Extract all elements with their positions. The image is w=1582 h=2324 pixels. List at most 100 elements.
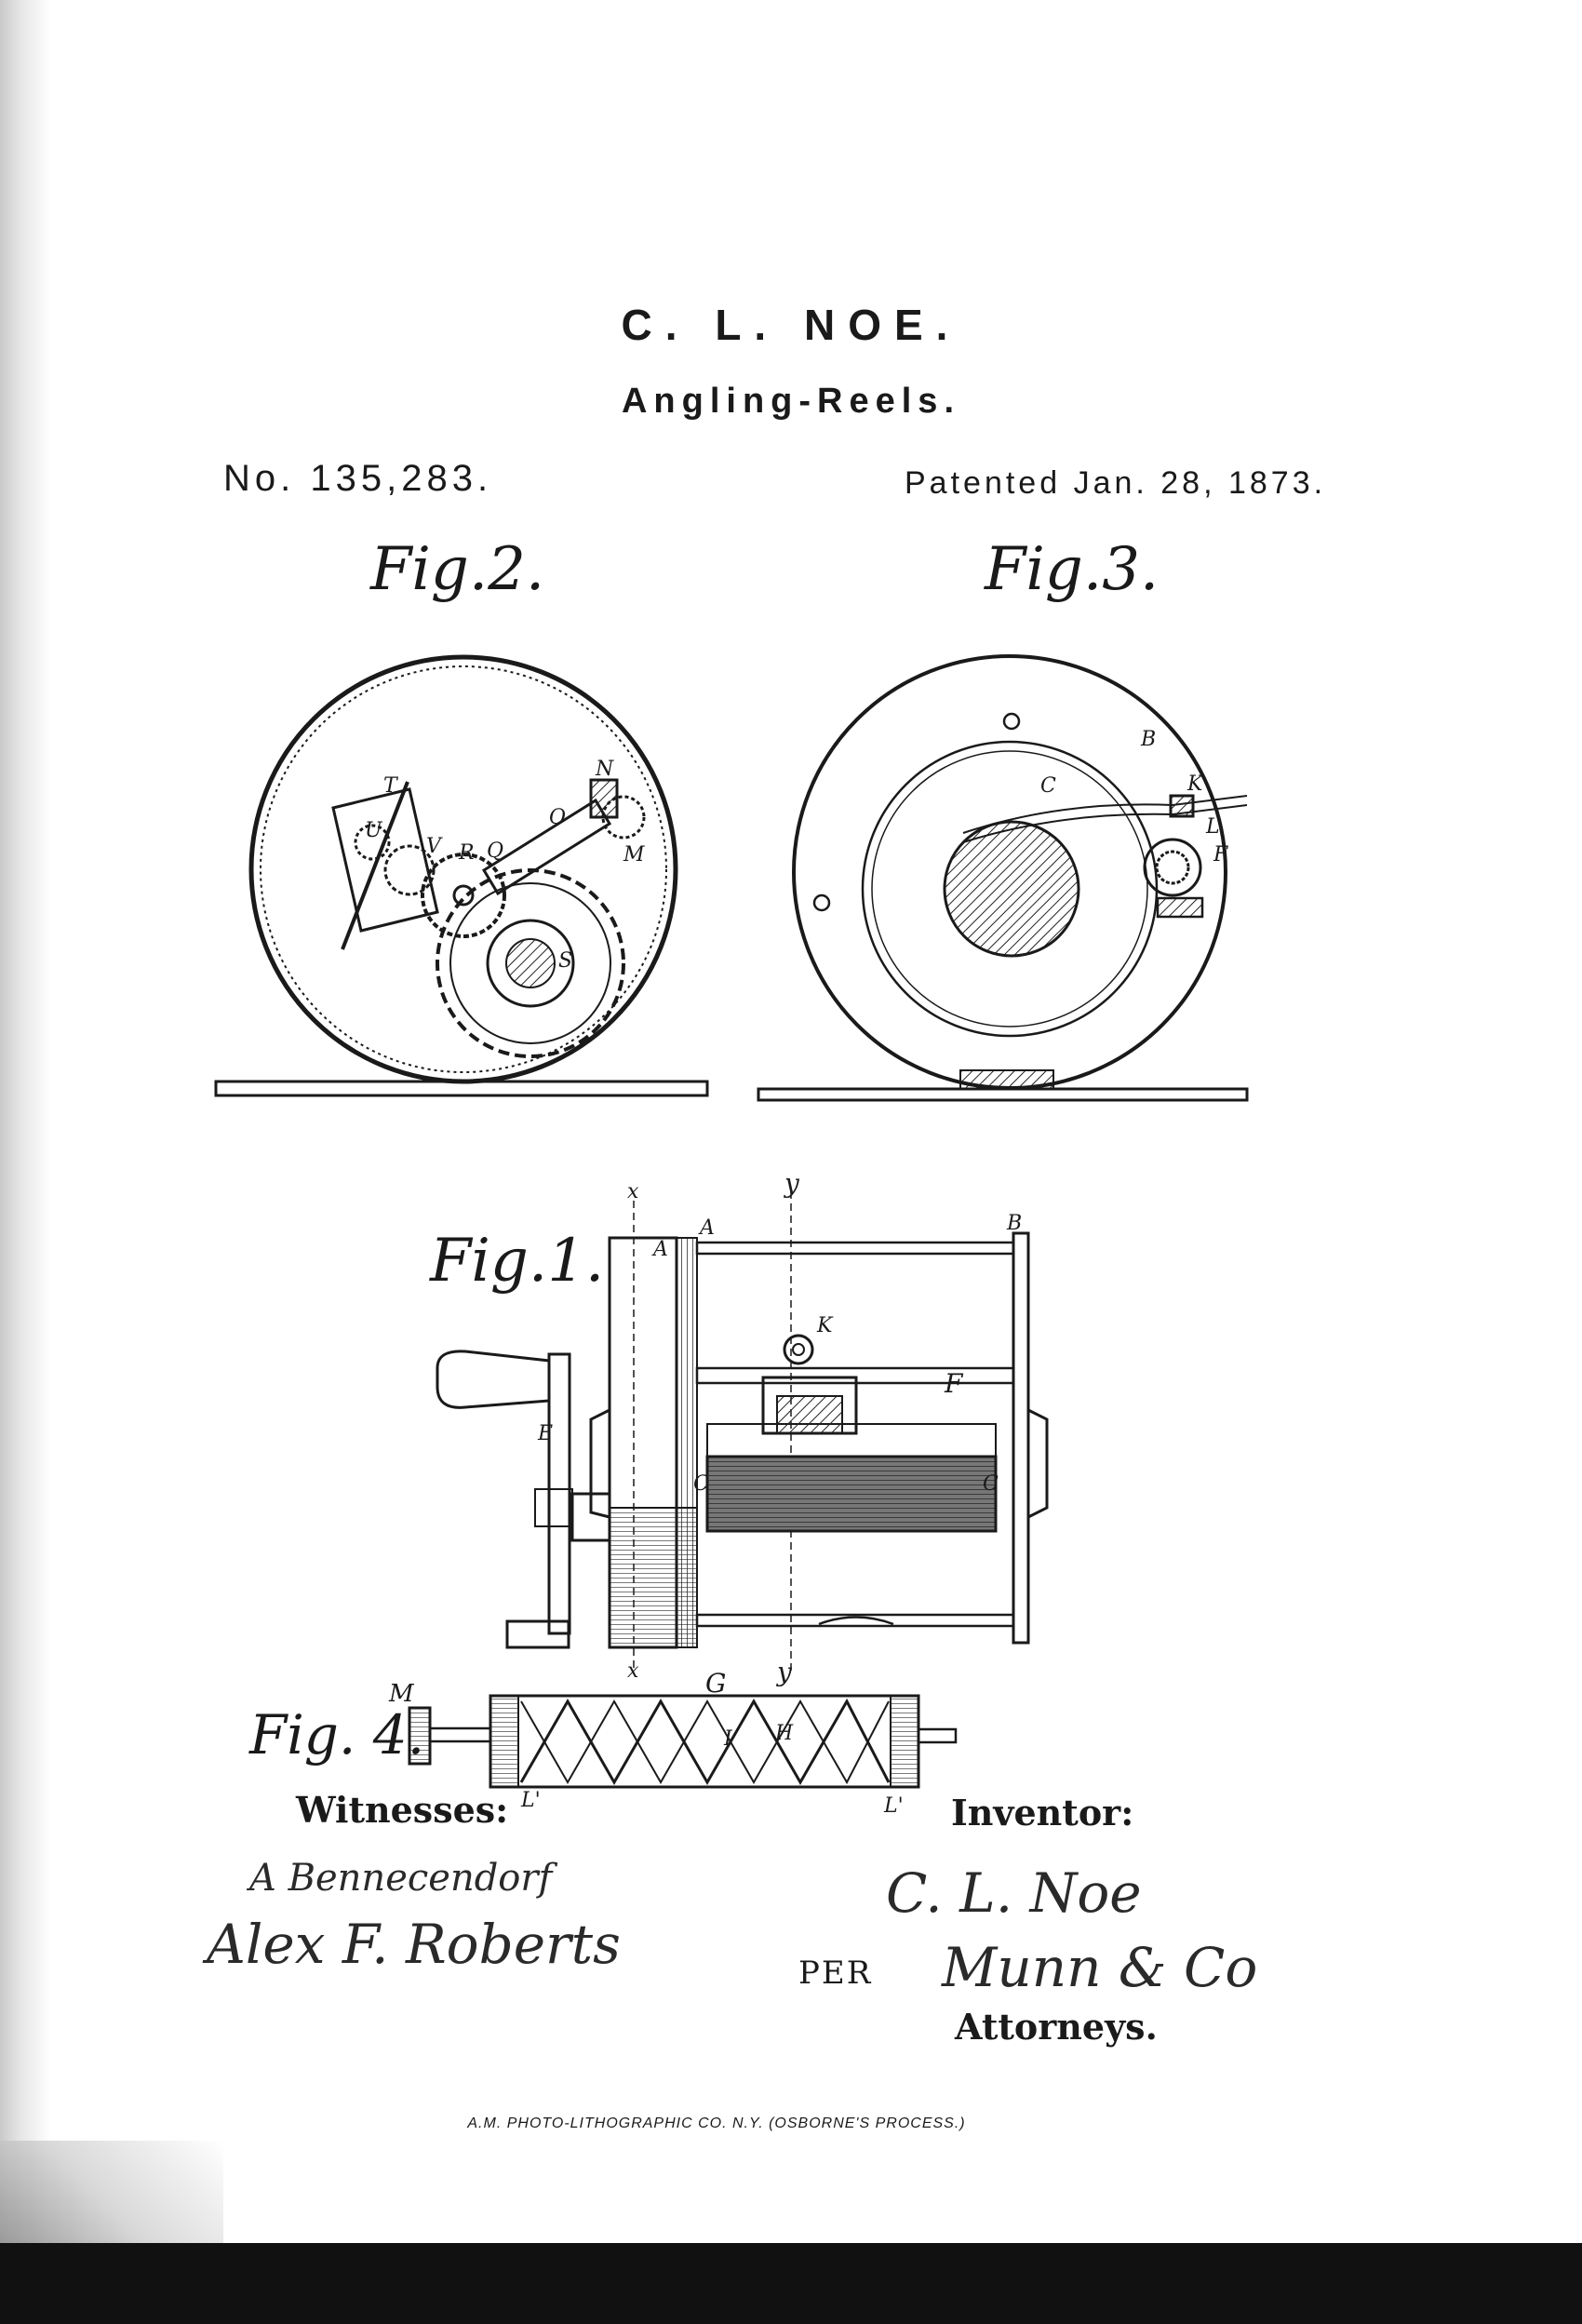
fig3-roller-l (1143, 838, 1202, 897)
fig1-label-a-inner: A (653, 1238, 668, 1261)
fig1-carriage-block (776, 1395, 843, 1434)
fig1-label-a: A (700, 1216, 715, 1240)
figure-3-drawing (757, 654, 1249, 1102)
scan-edge-corner (0, 2141, 223, 2243)
fig1-label-y-top: y (784, 1168, 799, 1199)
fig3-spool-hub (943, 820, 1080, 958)
fig2-gear-u (354, 824, 391, 861)
fig4-label-l-right: L' (884, 1794, 904, 1818)
witness-2-signature: Alex F. Roberts (207, 1913, 621, 1976)
scan-edge-bottom (0, 2243, 1582, 2324)
figure-3-caption: Fig.3. (985, 535, 1160, 604)
fig4-label-g: G (705, 1668, 727, 1699)
fig2-label-m: M (623, 843, 645, 866)
fig2-reel-rim (248, 654, 678, 1084)
fig1-label-x-bottom: x (627, 1659, 639, 1683)
fig4-label-l-left: L' (521, 1789, 541, 1812)
fig4-label-m: M (389, 1680, 414, 1708)
fig2-gear-r-hub (452, 884, 475, 907)
fig1-left-boss (589, 1408, 610, 1519)
fig3-fishing-line (962, 795, 1248, 834)
attorney-signature: Munn & Co (942, 1936, 1258, 1999)
fig2-label-o: O (549, 806, 567, 829)
fig2-gear-v (383, 844, 436, 896)
figure-2-caption: Fig.2. (370, 535, 545, 604)
fig3-spool-flange-inner (871, 750, 1148, 1028)
figure-4-drawing (408, 1694, 958, 1789)
witnesses-heading: Witnesses: (296, 1789, 509, 1831)
invention-title: Angling-Reels. (621, 382, 961, 421)
fig1-bottom-arc (818, 1616, 894, 1626)
fig2-label-v: V (426, 835, 441, 858)
witness-1-signature: A Bennecendorf (249, 1857, 553, 1900)
attorneys-heading: Attorneys. (955, 2006, 1158, 2048)
figure-2-drawing (214, 654, 709, 1097)
fig2-shaft-o (481, 798, 612, 896)
fig3-hole-top (1002, 712, 1021, 731)
fig3-label-l: L (1206, 815, 1220, 839)
fig4-cylinder-end-right (890, 1695, 919, 1788)
fig1-crank-base (505, 1619, 570, 1649)
lithographer-credit: A.M. PHOTO-LITHOGRAPHIC CO. N.Y. (OSBORN… (467, 2116, 966, 2131)
inventor-name-heading: C. L. NOE. (621, 301, 961, 349)
fig1-spool-upper (706, 1423, 997, 1458)
inventor-signature: C. L. Noe (886, 1861, 1142, 1925)
fig1-side-plate-a-ribs (609, 1507, 698, 1648)
fig4-shaft-left (428, 1726, 492, 1743)
scan-edge-left (0, 0, 51, 2324)
fig2-gear-r (421, 853, 506, 938)
fig2-gear-s (436, 868, 625, 1058)
fig4-cylinder-end-left (489, 1695, 519, 1788)
fig2-label-r: R (459, 841, 475, 865)
figure-1-drawing (436, 1191, 1049, 1671)
fig2-gear-s-axle (505, 938, 556, 988)
fig1-crank-handle (436, 1350, 551, 1409)
per-label: PER (798, 1955, 873, 1992)
fig1-label-e: E (538, 1422, 554, 1445)
fig1-crank-pivot (534, 1488, 573, 1527)
fig1-guide-eye-inner (792, 1343, 805, 1356)
figure-1-caption: Fig.1. (430, 1227, 605, 1296)
fig2-label-t: T (383, 774, 397, 798)
fig3-bracket (1156, 896, 1204, 919)
fig1-right-boss (1027, 1408, 1049, 1519)
fig4-groove-forward (519, 1698, 891, 1786)
inventor-heading: Inventor: (951, 1792, 1134, 1834)
fig3-reel-side (792, 654, 1227, 1090)
fig3-base-plate (757, 1087, 1249, 1102)
fig3-guide-k (1169, 794, 1195, 818)
fig2-gear-s-boss (486, 919, 575, 1008)
fig1-label-x-top: x (627, 1180, 639, 1203)
fig4-label-i: I (724, 1727, 732, 1751)
fig2-label-s: S (558, 949, 573, 973)
fig2-pinion-n (589, 778, 619, 819)
fig3-fishing-line-2 (962, 804, 1248, 843)
fig1-side-plate-b (1012, 1231, 1030, 1645)
fig1-label-c-right: C (983, 1472, 999, 1496)
fig2-label-q: Q (487, 840, 504, 863)
fig1-label-k: K (817, 1314, 833, 1337)
fig1-label-y-bottom: y (777, 1657, 792, 1687)
fig2-reel-rim-inner (260, 665, 667, 1073)
fig4-label-h: H (775, 1722, 794, 1745)
figure-4-caption: Fig. 4. (249, 1703, 425, 1767)
fig4-cylinder-g (489, 1694, 920, 1789)
fig4-shaft-right (917, 1727, 958, 1744)
fig3-label-f: F (1213, 843, 1228, 866)
fig1-label-c-left: C (693, 1472, 709, 1496)
fig3-roller-f (1155, 850, 1190, 885)
patent-number: No. 135,283. (223, 458, 493, 499)
fig1-label-f: F (945, 1368, 963, 1399)
fig2-gear-s-inner (449, 882, 611, 1044)
fig3-hole-left (812, 893, 831, 912)
fig4-groove-reverse (520, 1699, 890, 1785)
fig2-lever-t (341, 781, 409, 950)
fig3-label-c: C (1040, 774, 1056, 798)
fig3-label-k: K (1187, 772, 1203, 796)
fig2-pinion-m (601, 795, 646, 840)
fig1-guide-eye-k (783, 1334, 814, 1365)
fig1-top-rod (695, 1241, 1015, 1256)
patent-date: Patented Jan. 28, 1873. (905, 465, 1327, 501)
